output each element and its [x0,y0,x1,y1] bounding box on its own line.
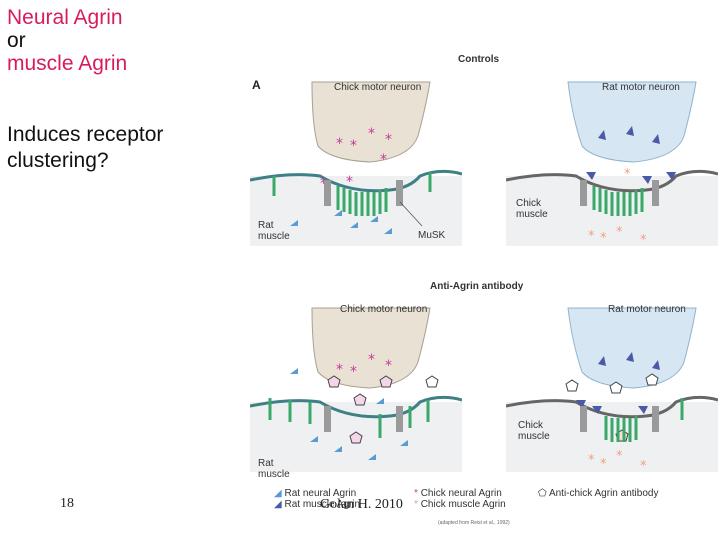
legend-chick-neural-agrin-label: Chick neural Agrin [420,488,502,499]
slide-number: 18 [60,496,74,511]
svg-text:*: * [320,176,327,192]
section-title-controls: Controls [458,54,500,65]
svg-text:*: * [385,358,392,374]
label-chick-muscle-line1: Chick [516,198,542,209]
label-rat-motor-neuron-2: Rat motor neuron [608,304,686,315]
svg-text:*: * [640,459,647,472]
svg-text:*: * [336,362,343,378]
legend-rat-neural-agrin: ◢ Rat neural Agrin [274,488,356,499]
pentagon-icon: ⬠ [538,488,547,499]
svg-text:*: * [588,229,595,244]
credit-text: Golan H. 2010 [320,497,403,512]
source-note: (adapted from Reist et al., 1992) [438,520,510,526]
label-rat-muscle-line1: Rat [258,220,274,231]
svg-text:*: * [385,132,392,148]
triangle-icon: ◢ [274,488,282,499]
svg-text:*: * [640,233,647,246]
panel-letter: A [252,78,261,92]
svg-text:*: * [350,138,357,154]
label-chick-muscle-2-line1: Chick [518,420,544,431]
label-chick-motor-neuron: Chick motor neuron [334,82,422,93]
svg-text:*: * [380,152,387,168]
question-line-1: Induces receptor [7,123,164,146]
legend-rat-muscle-agrin: ◢ Rat muscle Agrin [274,499,360,510]
legend-antibody-label: Anti-chick Agrin antibody [548,488,659,499]
question-text: Induces receptor clustering? [7,122,163,174]
legend-rat-neural-agrin-label: Rat neural Agrin [284,488,357,499]
panel-antibody-rat-on-chick: * * * * Rat motor neuron Chick muscle [505,302,719,474]
label-rat-muscle-2-line1: Rat [258,458,274,469]
panel-antibody-chick-on-rat: * * * * Chick motor neuron Rat muscle [249,302,463,480]
star-icon: * [414,499,418,510]
agrin-figure: Controls A Anti-Agrin antibody ***** *** [248,48,719,534]
label-chick-muscle: Chick muscle [516,198,548,220]
star-icon: * [414,488,418,499]
legend-chick-neural-agrin: * Chick neural Agrin [414,488,502,499]
panel-controls-chick-on-rat: ***** *** Chick motor neuron Rat muscle … [249,76,463,246]
panel-controls-rat-on-chick: * * * * * Rat motor neuron Chick muscle [505,76,719,248]
legend-rat-muscle-agrin-label: Rat muscle Agrin [284,499,361,510]
svg-text:*: * [346,174,353,190]
svg-text:*: * [368,352,375,368]
title-line-neural-agrin: Neural Agrin [7,6,123,29]
title-line-muscle-agrin: muscle Agrin [7,52,128,75]
label-rat-muscle-2-line2: muscle [258,469,290,480]
legend-chick-muscle-agrin-label: Chick muscle Agrin [420,499,506,510]
legend-antibody: ⬠ Anti-chick Agrin antibody [538,488,658,499]
svg-text:*: * [600,457,607,472]
legend-chick-muscle-agrin: * Chick muscle Agrin [414,499,506,510]
svg-text:*: * [588,453,595,468]
label-chick-motor-neuron-2: Chick motor neuron [340,304,428,315]
svg-text:*: * [350,364,357,380]
label-rat-muscle-2: Rat muscle [258,458,290,480]
svg-text:*: * [368,126,375,142]
figure-legend: ◢ Rat neural Agrin ◢ Rat muscle Agrin * … [274,488,714,528]
slide-title: Neural Agrin or muscle Agrin [7,6,127,75]
panel-diagram: ***** *** [249,81,463,246]
label-chick-muscle-line2: muscle [516,209,548,220]
label-rat-motor-neuron: Rat motor neuron [602,82,680,93]
label-musk: MuSK [418,230,446,241]
panel-diagram: * * * * * [505,81,719,248]
svg-text:*: * [624,167,631,182]
panel-diagram: * * * * [249,307,463,472]
svg-text:*: * [336,136,343,152]
svg-text:*: * [600,231,607,246]
section-title-anti-agrin: Anti-Agrin antibody [430,281,524,292]
label-rat-muscle: Rat muscle [258,220,290,242]
title-line-or: or [7,29,26,52]
question-line-2: clustering? [7,149,109,172]
label-chick-muscle-2: Chick muscle [518,420,550,442]
label-chick-muscle-2-line2: muscle [518,431,550,442]
svg-text:*: * [616,449,623,464]
svg-text:*: * [616,225,623,240]
triangle-icon: ◢ [274,499,282,510]
label-rat-muscle-line2: muscle [258,231,290,242]
panel-diagram: * * * * [505,307,719,474]
